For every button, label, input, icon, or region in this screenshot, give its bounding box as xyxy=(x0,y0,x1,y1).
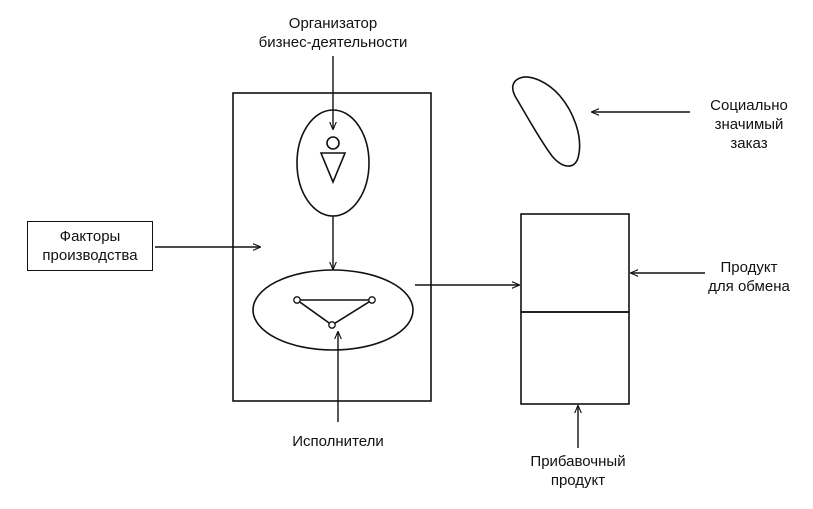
surplus-product-label-line: Прибавочный xyxy=(530,453,626,470)
social-order-label-line: Социально xyxy=(710,97,788,114)
exchange-product-label-line: для обмена xyxy=(708,278,790,295)
person-head-icon xyxy=(326,136,340,150)
social-order-shape xyxy=(511,76,581,167)
factors-box xyxy=(27,221,153,271)
exchange-product-label-line: Продукт xyxy=(720,259,778,276)
performer-node xyxy=(368,296,376,304)
performers-triangle xyxy=(294,299,375,326)
surplus-product-label-line: продукт xyxy=(550,472,606,489)
enterprise-box xyxy=(232,92,432,402)
factors-label-line: Факторы xyxy=(59,228,121,245)
exchange-product-label: Продукт для обмена xyxy=(694,258,804,296)
organizer-label: Организатор бизнес-деятельности xyxy=(233,14,433,52)
factors-label-line: производства xyxy=(42,247,138,264)
performers-label-line: Исполнители xyxy=(292,433,384,450)
person-body-icon xyxy=(319,152,347,185)
surplus-product-box xyxy=(520,311,630,405)
organizer-label-line: бизнес-деятельности xyxy=(258,34,408,51)
performers-label: Исполнители xyxy=(258,432,418,451)
performer-node xyxy=(293,296,301,304)
organizer-label-line: Организатор xyxy=(288,15,378,32)
exchange-product-box xyxy=(520,213,630,313)
surplus-product-label: Прибавочный продукт xyxy=(513,452,643,490)
social-order-label-line: заказ xyxy=(730,135,768,152)
social-order-label-line: значимый xyxy=(714,116,784,133)
performers-ellipse xyxy=(252,269,414,351)
performer-node xyxy=(328,321,336,329)
factors-label: Факторы производства xyxy=(27,227,153,265)
social-order-label: Социально значимый заказ xyxy=(694,96,804,153)
